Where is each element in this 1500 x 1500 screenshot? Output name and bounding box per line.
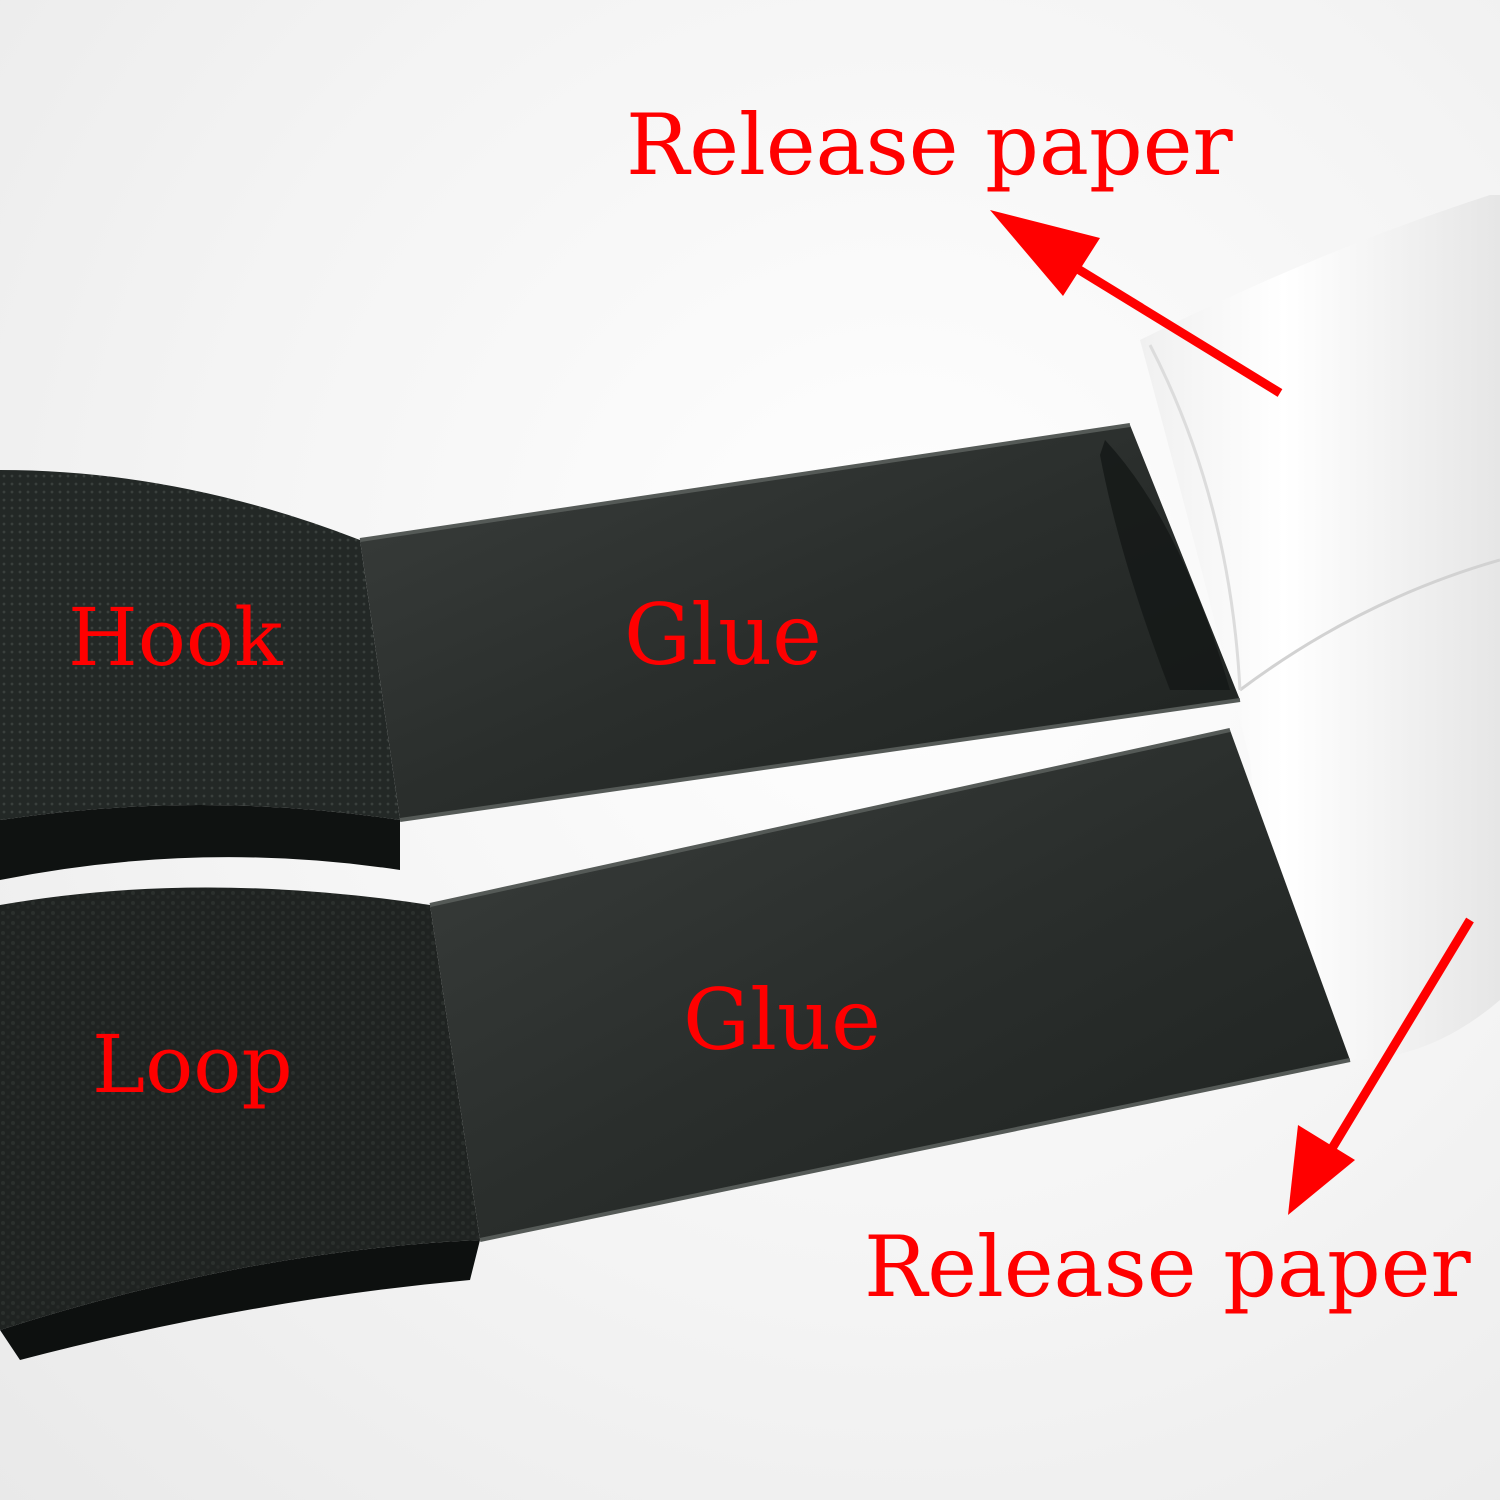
loop-label: Loop — [92, 1018, 293, 1111]
release-paper-roll — [1140, 195, 1500, 1060]
hook-label: Hook — [68, 591, 283, 684]
arrow-to-release-top — [990, 210, 1283, 397]
glue-bottom-label: Glue — [683, 971, 881, 1069]
arrow-to-release-bottom — [1288, 917, 1474, 1215]
loop-tape — [0, 728, 1351, 1360]
release-paper-top-label: Release paper — [626, 96, 1233, 194]
hook-tape — [0, 423, 1241, 880]
release-paper-bottom-label: Release paper — [864, 1218, 1471, 1316]
glue-top-label: Glue — [624, 586, 822, 684]
